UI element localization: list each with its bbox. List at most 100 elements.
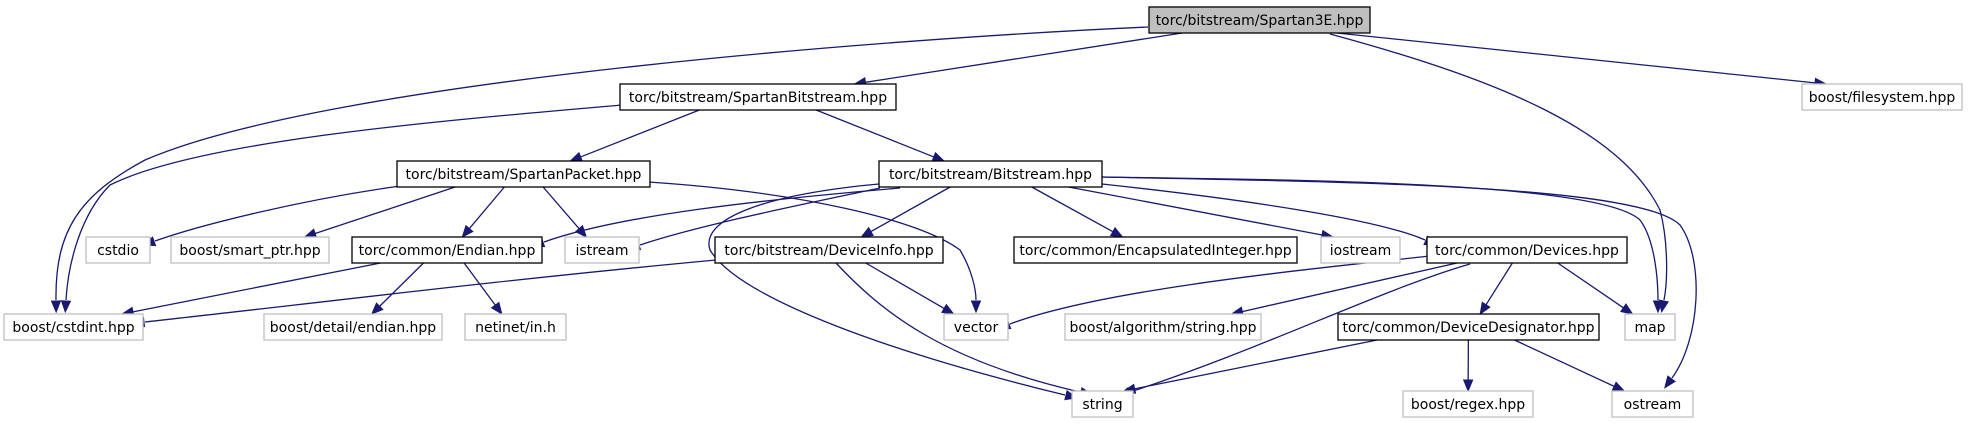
edge-arrowhead <box>60 300 72 314</box>
node-box <box>1801 83 1963 111</box>
edge-bitstream-to-ostream <box>1101 176 1697 389</box>
edge-spartanpacket-to-istream <box>542 186 588 238</box>
node-ostream: ostream <box>1611 390 1694 418</box>
node-label: boost/algorithm/string.hpp <box>1069 320 1256 336</box>
edge-spartan3e-to-cstdint <box>50 26 1149 314</box>
edge-line <box>468 186 505 230</box>
edge-line <box>1514 339 1615 387</box>
edge-arrowhead <box>1479 301 1491 316</box>
edge-arrowhead <box>50 300 62 314</box>
edge-line <box>1134 339 1378 390</box>
node-box <box>3 313 144 341</box>
edge-line <box>65 104 623 301</box>
node-cstdint: boost/cstdint.hpp <box>3 313 144 341</box>
node-box <box>1064 313 1262 341</box>
edge-line <box>1336 32 1816 84</box>
edge-bitstream-to-devices <box>1101 183 1438 246</box>
edge-line <box>55 26 1149 301</box>
edge-line <box>144 259 717 323</box>
edge-line <box>1485 262 1513 306</box>
edge-endian-to-detailendian <box>370 262 424 315</box>
node-box <box>943 313 1009 341</box>
node-label: torc/common/Devices.hpp <box>1435 243 1619 259</box>
node-label: torc/bitstream/DeviceInfo.hpp <box>724 243 933 259</box>
edge-line <box>542 186 580 230</box>
node-bitstream[interactable]: torc/bitstream/Bitstream.hpp <box>878 160 1103 188</box>
edge-devices-to-algostring <box>1230 262 1458 317</box>
node-label: string <box>1082 397 1122 413</box>
node-deviceinfo[interactable]: torc/bitstream/DeviceInfo.hpp <box>714 236 944 264</box>
node-endian[interactable]: torc/common/Endian.hpp <box>351 236 543 264</box>
edge-arrowhead <box>1109 226 1124 238</box>
node-map: map <box>1624 313 1676 341</box>
edge-designator-to-ostream <box>1514 339 1626 392</box>
edge-line <box>1557 262 1624 309</box>
node-label: torc/bitstream/SpartanBitstream.hpp <box>629 90 887 106</box>
edge-arrowhead <box>370 302 384 315</box>
node-label: boost/filesystem.hpp <box>1809 90 1956 106</box>
node-label: map <box>1634 320 1665 336</box>
edge-arrowhead <box>1611 381 1626 392</box>
edge-line <box>870 186 951 233</box>
node-spartanbitstream[interactable]: torc/bitstream/SpartanBitstream.hpp <box>619 83 897 111</box>
node-label: iostream <box>1330 243 1392 259</box>
node-box <box>1148 6 1371 34</box>
edge-line <box>1329 33 1668 301</box>
node-box <box>464 313 567 341</box>
node-label: boost/smart_ptr.hpp <box>179 243 320 259</box>
edge-spartan3e-to-filesystem <box>1336 32 1828 89</box>
edge-line <box>647 181 977 301</box>
edge-line <box>543 187 901 243</box>
node-box <box>878 160 1103 188</box>
edge-line <box>132 262 381 313</box>
edge-line <box>154 185 401 242</box>
edge-arrowhead <box>1664 375 1676 389</box>
node-label: torc/bitstream/SpartanPacket.hpp <box>406 167 642 183</box>
node-string: string <box>1071 390 1134 418</box>
node-box <box>396 160 651 188</box>
edge-line <box>865 32 1183 83</box>
edge-endian-to-netinet <box>463 262 503 316</box>
node-label: ostream <box>1624 397 1682 413</box>
node-encapsulated[interactable]: torc/common/EncapsulatedInteger.hpp <box>1013 236 1298 264</box>
edge-arrowhead <box>1620 303 1634 315</box>
edge-devices-to-designator <box>1479 262 1513 316</box>
node-box <box>1320 236 1401 264</box>
edge-bitstream-to-iostream <box>1068 186 1335 241</box>
node-designator[interactable]: torc/common/DeviceDesignator.hpp <box>1337 313 1600 341</box>
edge-arrowhead <box>461 224 474 239</box>
node-label: torc/bitstream/Bitstream.hpp <box>889 167 1092 183</box>
edge-spartanpacket-to-endian <box>461 186 505 239</box>
node-netinet: netinet/in.h <box>464 313 567 341</box>
node-devices[interactable]: torc/common/Devices.hpp <box>1426 236 1628 264</box>
edge-line <box>1031 186 1114 233</box>
node-label: torc/common/Endian.hpp <box>359 243 536 259</box>
edge-line <box>835 262 1081 393</box>
node-box <box>170 236 330 264</box>
edge-deviceinfo-to-vector <box>865 262 955 315</box>
node-label: vector <box>954 320 999 336</box>
node-box <box>263 313 443 341</box>
edge-arrowhead <box>941 303 955 315</box>
edge-line <box>379 262 424 307</box>
edge-line <box>1101 176 1697 379</box>
node-label: cstdio <box>97 243 139 259</box>
edge-spartanpacket-to-vector <box>647 181 982 314</box>
edge-spartanbitstream-to-bitstream <box>815 109 946 162</box>
node-label: istream <box>576 243 629 259</box>
node-detailendian: boost/detail/endian.hpp <box>263 313 443 341</box>
node-iostream: iostream <box>1320 236 1401 264</box>
node-label: netinet/in.h <box>475 320 556 336</box>
edge-bitstream-to-deviceinfo <box>860 186 951 238</box>
edge-line <box>580 109 700 158</box>
node-spartan3e[interactable]: torc/bitstream/Spartan3E.hpp <box>1148 6 1371 34</box>
edge-spartanpacket-to-smartptr <box>303 186 456 239</box>
edge-bitstream-to-encapsulated <box>1031 186 1124 238</box>
edge-line <box>314 186 456 235</box>
node-box <box>1337 313 1600 341</box>
node-cstdio: cstdio <box>85 236 151 264</box>
node-box <box>564 236 640 264</box>
node-box <box>85 236 151 264</box>
node-spartanpacket[interactable]: torc/bitstream/SpartanPacket.hpp <box>396 160 651 188</box>
